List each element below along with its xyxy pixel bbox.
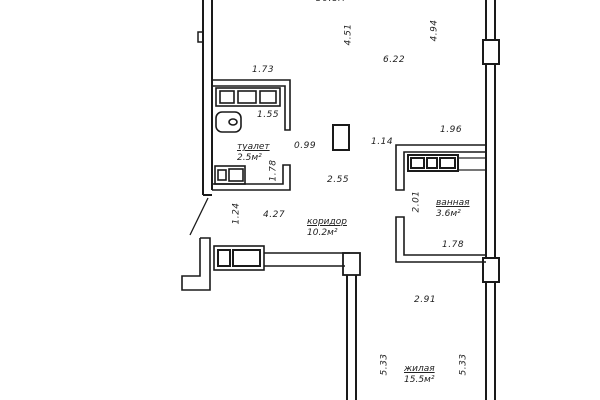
room-name: ванная [436, 198, 470, 208]
dimension-label: 6.22 [383, 55, 406, 65]
left-exterior-wall [197, 0, 213, 196]
toilet-walls [212, 79, 291, 191]
ventilation-shaft [332, 124, 350, 151]
bathroom-walls [395, 144, 487, 263]
toilet-fixtures [214, 87, 281, 185]
room-label-toilet: туалет 2.5м² [237, 142, 270, 165]
room-label-bathroom: ванная 3.6м² [436, 198, 470, 221]
dimension-label: 1.24 [231, 202, 242, 225]
room-name: коридор [307, 217, 347, 227]
room-label-corridor: коридор 10.2м² [307, 217, 347, 240]
room-name: туалет [237, 142, 270, 152]
dimension-label: 1.14 [371, 137, 394, 147]
dimension-label: 1.78 [268, 159, 279, 182]
dimension-label: 2.55 [327, 175, 350, 185]
dimension-label: 4.94 [429, 19, 440, 42]
top-area-label: 30.8м² [316, 0, 349, 4]
dimension-label: 2.01 [411, 190, 422, 213]
sink-counter [215, 87, 281, 107]
dimension-label: 4.51 [343, 23, 354, 46]
toilet-bowl-icon [215, 111, 242, 133]
dimension-label: 1.73 [252, 65, 275, 75]
dimension-label: 2.91 [414, 295, 437, 305]
dimension-label: 5.33 [458, 353, 469, 376]
entrance-walls [181, 237, 361, 400]
dimension-label: 1.96 [440, 125, 463, 135]
tank-icon [214, 165, 246, 185]
room-name: жилая [404, 364, 435, 374]
dimension-label: 1.55 [257, 110, 280, 120]
dimension-label: 1.78 [442, 240, 465, 250]
room-area: 3.6м² [436, 209, 461, 220]
dimension-label: 5.33 [379, 353, 390, 376]
room-area: 15.5м² [404, 375, 435, 386]
right-exterior-wall [482, 0, 500, 400]
room-label-living: жилая 15.5м² [404, 364, 435, 387]
dimension-label: 4.27 [263, 210, 286, 220]
room-area: 2.5м² [237, 153, 262, 164]
dimension-label: 0.99 [294, 141, 317, 151]
door-swing-line [189, 197, 209, 236]
room-area: 10.2м² [307, 228, 338, 239]
